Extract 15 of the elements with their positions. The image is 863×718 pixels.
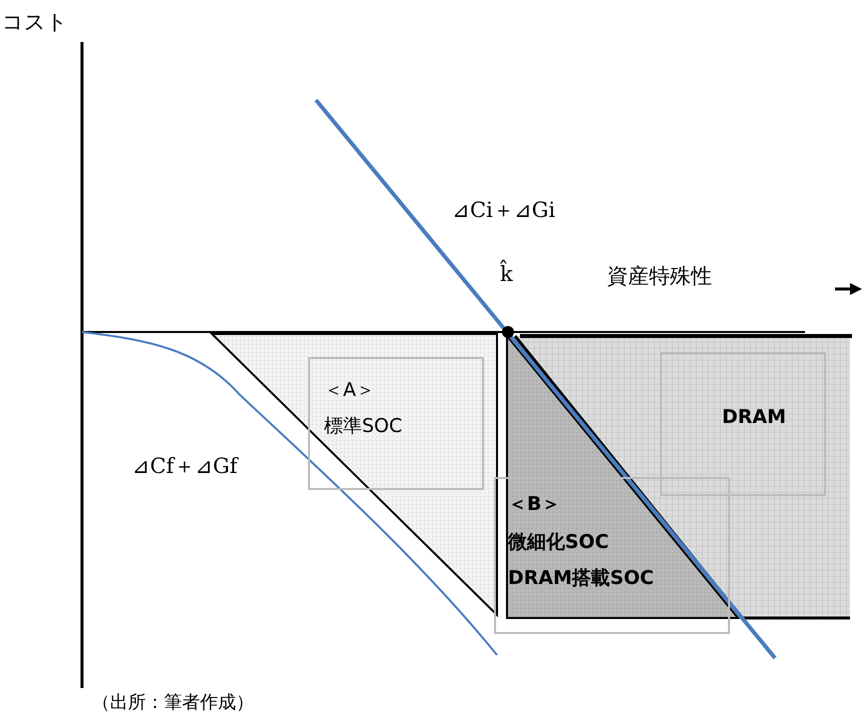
group-label: 微細化SOC bbox=[508, 530, 609, 555]
axis-label: 資産特殊性 bbox=[607, 263, 712, 290]
curve-label: ⊿Ci＋⊿Gi bbox=[452, 197, 556, 224]
group-label: ＜A＞ bbox=[324, 378, 375, 403]
group-label: 標準SOC bbox=[324, 414, 402, 439]
group-box bbox=[494, 477, 730, 634]
curve-label: ⊿Cf＋⊿Gf bbox=[132, 453, 238, 480]
group-label: ＜B＞ bbox=[508, 492, 560, 517]
caption: （出所：筆者作成） bbox=[92, 691, 254, 714]
axis-label: コスト bbox=[2, 9, 68, 36]
group-label: DRAM bbox=[722, 406, 786, 428]
point-label: k̂ bbox=[500, 262, 513, 286]
group-box bbox=[308, 357, 484, 490]
group-label: DRAM搭載SOC bbox=[508, 566, 654, 591]
group-box bbox=[660, 352, 826, 496]
